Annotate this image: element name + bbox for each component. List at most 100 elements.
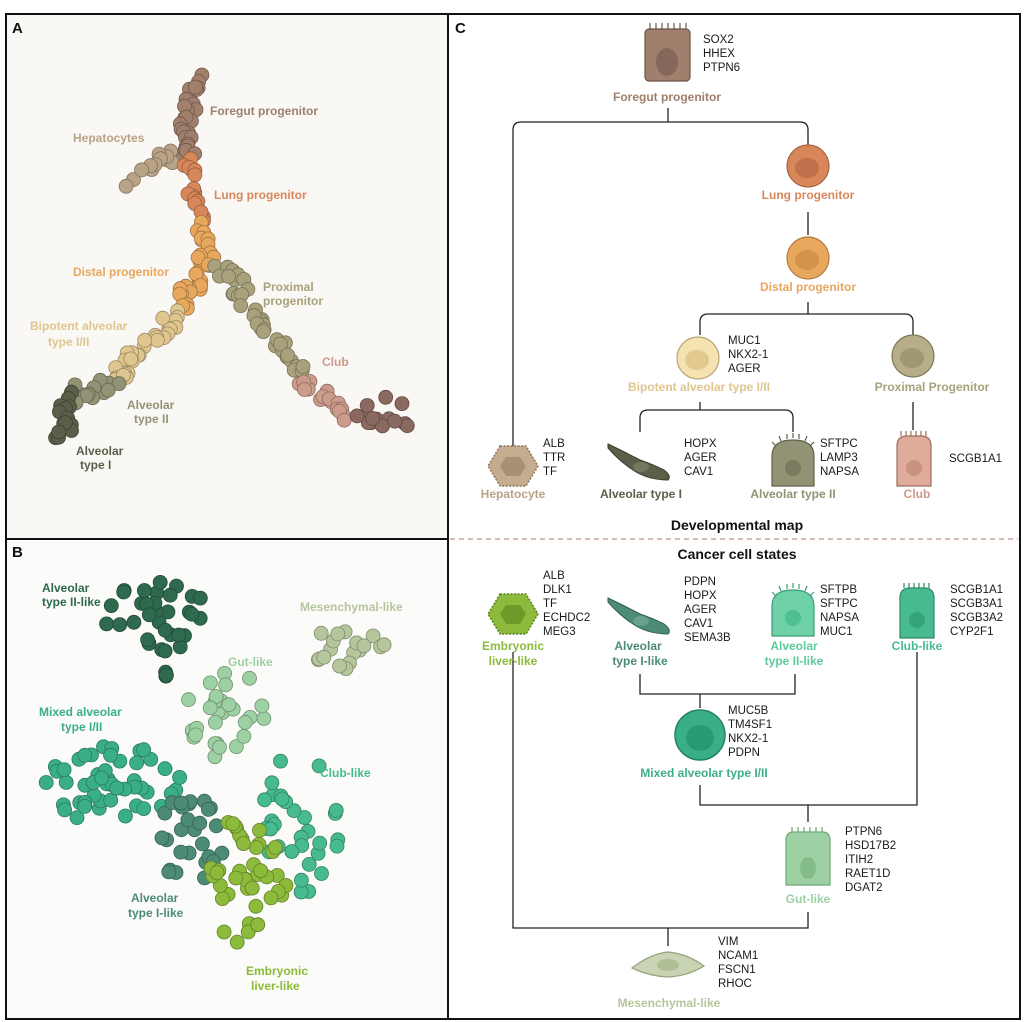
at1-like-cell-dot <box>192 815 208 831</box>
club-cell-dot <box>378 389 394 405</box>
embryonic-liver-cell-dot <box>267 840 283 855</box>
at2-like-cell-dot <box>158 667 174 683</box>
mesenchymal-cell-dot <box>316 649 332 665</box>
at2-like-cell-dot <box>136 583 152 598</box>
bipotent-cell-dot <box>155 310 171 326</box>
gut-like-label: Gut-like <box>228 655 273 669</box>
club-like-cell-dot <box>297 810 312 825</box>
club-like-gene-2: SCGB3A1 <box>950 598 1003 610</box>
club-like-cell-dot <box>274 791 290 807</box>
at1-gene-2: AGER <box>684 452 717 464</box>
mixed-alveolar-cell-dot <box>109 780 125 796</box>
at2-like-cell-dot <box>116 584 132 600</box>
club-like-node: Club-like SCGB1A1 SCGB3A1 SCGB3A2 CYP2F1 <box>892 583 1003 653</box>
club-like-cell-dot <box>312 835 328 851</box>
mixed-alveolar-cell-dot <box>58 775 74 790</box>
gut-like-cell-dot <box>221 697 237 713</box>
mixed-alveolar-cell-dot <box>77 799 93 814</box>
mixed-alveolar-cell-dot <box>69 810 85 825</box>
mesenchymal-cell-dot <box>376 637 392 653</box>
proximal-progenitor-label-2: progenitor <box>263 294 323 308</box>
bipotent-cell-dot <box>149 332 165 348</box>
hepatocyte-cell-nucleus <box>500 457 526 476</box>
at1-gene-3: CAV1 <box>684 466 713 478</box>
proximal-cell-nucleus <box>900 348 924 368</box>
at2-gene-2: LAMP3 <box>820 452 858 464</box>
gut-like-node: Gut-like PTPN6 HSD17B2 ITIH2 RAET1D DGAT… <box>785 826 896 906</box>
liver-like-gene-4: ECHDC2 <box>543 612 590 624</box>
embryonic-liver-cell-dot <box>229 934 245 950</box>
at2-like-title: Alveolar <box>770 639 818 653</box>
embryonic-liver-cell-dot <box>250 917 266 933</box>
at1-like-cell-dot <box>157 805 173 821</box>
mixed-alveolar-label: Mixed alveolar <box>39 705 122 719</box>
liver-like-cell-nucleus <box>500 605 526 624</box>
mixed-gene-3: NKX2-1 <box>728 733 768 745</box>
club-like-gene-3: SCGB3A2 <box>950 612 1003 624</box>
at2-like-cell-dot <box>99 616 114 632</box>
embryonic-liver-cell-dot <box>216 924 232 940</box>
embryonic-liver-cell-dot <box>209 865 225 880</box>
mixed-alveolar-cell-dot <box>103 747 118 763</box>
mixed-alveolar-cell-dot <box>129 755 145 771</box>
gut-like-gene-4: RAET1D <box>845 868 890 880</box>
at2-like-cell-dot <box>162 587 178 603</box>
lung-progenitor-title: Lung progenitor <box>762 188 855 202</box>
alveolar-type-ii-label-2: type II <box>134 412 169 426</box>
club-like-cell-dot <box>293 872 309 888</box>
mixed-alveolar-cell-dot <box>103 792 119 808</box>
hepatocyte-gene-1: ALB <box>543 438 565 450</box>
mixed-alveolar-cell-dot <box>94 770 110 786</box>
at2-like-cell-dot <box>112 617 128 632</box>
mixed-gene-1: MUC5B <box>728 705 769 717</box>
mesenchymal-cell-dot <box>313 625 329 641</box>
foregut-gene-3: PTPN6 <box>703 62 740 74</box>
at2-gene-1: SFTPC <box>820 438 858 450</box>
club-title: Club <box>904 487 931 501</box>
gut-like-cell-dot <box>218 677 234 693</box>
club-like-cell-nucleus <box>909 612 925 628</box>
club-like-cell-dot <box>301 857 317 872</box>
alveolar-type-i-title: Alveolar type I <box>600 487 682 501</box>
alveolar-type-ii-title: Alveolar type II <box>750 487 835 501</box>
club-cell-dot <box>349 408 365 424</box>
gut-like-cell-dot <box>236 728 252 744</box>
foregut-cell-nucleus <box>656 48 678 76</box>
lung-cell-dot <box>187 167 203 183</box>
club-cell-dot <box>336 412 352 428</box>
gut-like-gene-5: DGAT2 <box>845 882 883 894</box>
at1-gene-1: HOPX <box>684 438 717 450</box>
distal-progenitor-node: Distal progenitor <box>760 236 856 294</box>
foregut-cell-icon <box>649 23 687 29</box>
alveolar-type-i-label: Alveolar <box>76 444 124 458</box>
club-like-cell-dot <box>311 758 327 774</box>
gut-like-cell-dot <box>237 714 253 730</box>
gut-like-gene-3: ITIH2 <box>845 854 873 866</box>
club-like-cell-dot <box>264 775 280 791</box>
mixed-alveolar-cell-dot <box>38 775 54 790</box>
distal-cell-nucleus <box>795 250 819 270</box>
gut-like-title: Gut-like <box>786 892 831 906</box>
mixed-alveolar-cell-dot <box>136 801 152 816</box>
at1-like-gene-3: AGER <box>684 604 717 616</box>
bipotent-cell-dot <box>137 332 153 348</box>
panel-a-cell-dots <box>48 67 415 446</box>
alveolar-type-ii-like-node: Alveolar type II-like SFTPB SFTPC NAPSA … <box>765 583 859 668</box>
at1-cell-icon <box>607 443 670 481</box>
embryonic-liver-cell-dot <box>244 880 260 896</box>
gut-like-cell-dot <box>212 739 227 755</box>
at1-like-title-2: type I-like <box>612 654 668 668</box>
club-cell-dot <box>359 398 375 413</box>
proximal-cell-dot <box>272 336 288 352</box>
at2-like-gene-3: NAPSA <box>820 612 859 624</box>
liver-like-title: Embryonic <box>482 639 544 653</box>
club-like-gene-4: CYP2F1 <box>950 626 993 638</box>
club-cell-dot <box>297 382 312 397</box>
panel-b-labels: Alveolar type II-like Mesenchymal-like G… <box>39 581 403 993</box>
club-like-cell-dot <box>328 803 344 818</box>
mixed-alveolar-cell-dot <box>118 808 133 824</box>
mesenchymal-gene-3: FSCN1 <box>718 964 756 976</box>
embryonic-liver-cell-dot <box>248 898 264 914</box>
club-cell-dot <box>387 413 403 429</box>
